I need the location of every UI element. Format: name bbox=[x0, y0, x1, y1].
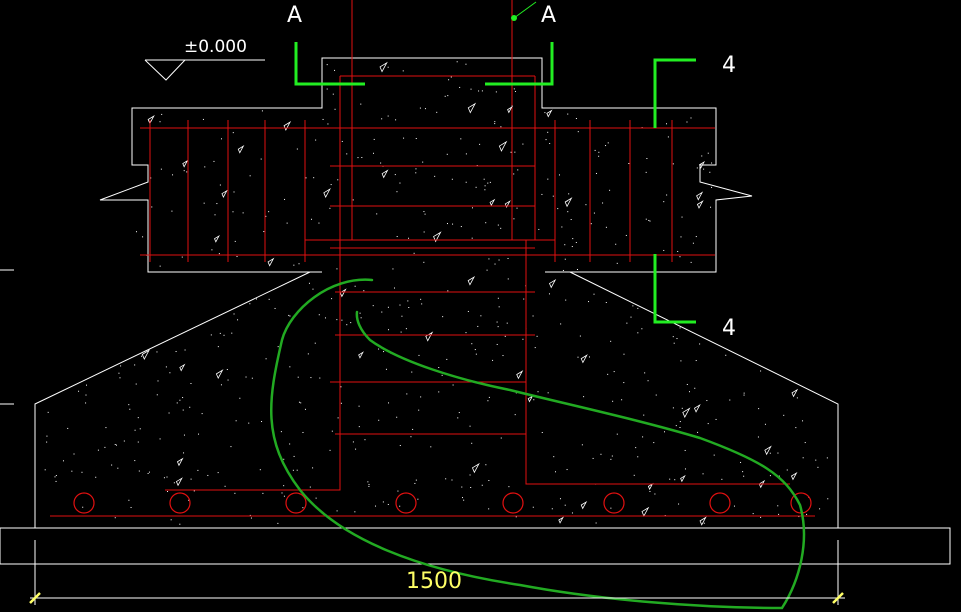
section-marker-4[interactable] bbox=[653, 58, 696, 324]
section-marker-a[interactable] bbox=[294, 42, 554, 86]
dimension-ticks bbox=[29, 592, 844, 604]
bottom-rebar-circles bbox=[73, 492, 812, 514]
rebar-circle bbox=[709, 492, 731, 514]
rebar-circle bbox=[169, 492, 191, 514]
section-label-4-bottom: 4 bbox=[722, 316, 736, 341]
rebar-circle bbox=[502, 492, 524, 514]
section-a-leader bbox=[511, 1, 537, 21]
rebar-circle bbox=[395, 492, 417, 514]
dimension-label: 1500 bbox=[406, 569, 462, 594]
dimension-line bbox=[30, 540, 845, 605]
pedestal-outline bbox=[99, 57, 753, 273]
concrete-hatch bbox=[44, 61, 829, 526]
beam-stirrups bbox=[149, 120, 673, 262]
section-label-4-top: 4 bbox=[722, 53, 736, 78]
elevation-marker bbox=[144, 59, 265, 81]
section-label-a-right: A bbox=[541, 3, 556, 28]
section-label-a-left: A bbox=[287, 3, 302, 28]
rebar-circle bbox=[603, 492, 625, 514]
footing-outline bbox=[34, 271, 839, 528]
column-lines bbox=[351, 0, 513, 240]
freehand-annotation[interactable] bbox=[270, 278, 806, 610]
rebar-circle bbox=[285, 492, 307, 514]
column-ties bbox=[330, 165, 535, 435]
rebar-circle bbox=[73, 492, 95, 514]
elevation-label: ±0.000 bbox=[184, 37, 247, 57]
edge-ticks bbox=[0, 269, 14, 405]
base-slab bbox=[0, 527, 951, 565]
rebar-cage bbox=[50, 75, 815, 517]
